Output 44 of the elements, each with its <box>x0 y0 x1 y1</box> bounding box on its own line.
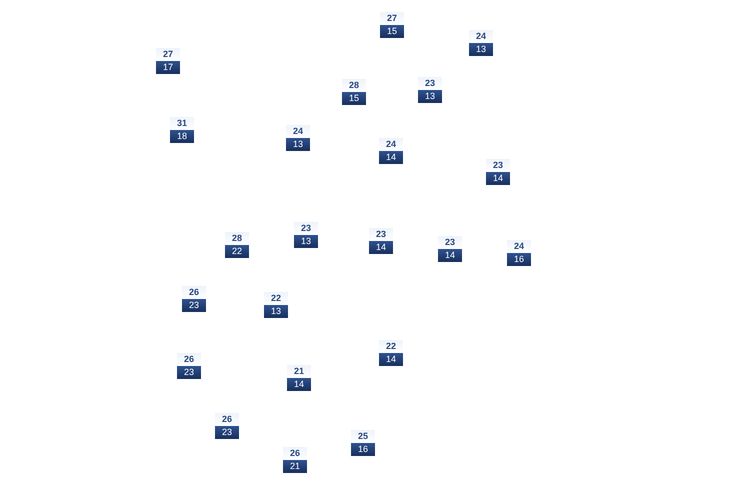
high-temperature: 23 <box>369 228 393 241</box>
low-temperature: 23 <box>215 426 239 439</box>
low-temperature: 13 <box>469 43 493 56</box>
low-temperature: 13 <box>294 235 318 248</box>
low-temperature: 13 <box>418 90 442 103</box>
high-temperature: 24 <box>469 30 493 43</box>
high-temperature: 24 <box>507 240 531 253</box>
high-temperature: 31 <box>170 117 194 130</box>
high-temperature: 26 <box>283 447 307 460</box>
high-temperature: 26 <box>182 286 206 299</box>
low-temperature: 17 <box>156 61 180 74</box>
high-temperature: 23 <box>294 222 318 235</box>
low-temperature: 16 <box>351 443 375 456</box>
low-temperature: 14 <box>379 151 403 164</box>
low-temperature: 23 <box>177 366 201 379</box>
low-temperature: 23 <box>182 299 206 312</box>
low-temperature: 18 <box>170 130 194 143</box>
high-temperature: 26 <box>177 353 201 366</box>
high-temperature: 23 <box>486 159 510 172</box>
high-temperature: 28 <box>342 79 366 92</box>
high-temperature: 23 <box>418 77 442 90</box>
low-temperature: 21 <box>283 460 307 473</box>
low-temperature: 14 <box>369 241 393 254</box>
high-temperature: 23 <box>438 236 462 249</box>
low-temperature: 14 <box>287 378 311 391</box>
high-temperature: 26 <box>215 413 239 426</box>
low-temperature: 15 <box>342 92 366 105</box>
high-temperature: 27 <box>156 48 180 61</box>
high-temperature: 22 <box>379 340 403 353</box>
low-temperature: 22 <box>225 245 249 258</box>
high-temperature: 27 <box>380 12 404 25</box>
low-temperature: 13 <box>264 305 288 318</box>
low-temperature: 13 <box>286 138 310 151</box>
low-temperature: 14 <box>438 249 462 262</box>
low-temperature: 14 <box>486 172 510 185</box>
high-temperature: 24 <box>379 138 403 151</box>
high-temperature: 28 <box>225 232 249 245</box>
high-temperature: 22 <box>264 292 288 305</box>
high-temperature: 21 <box>287 365 311 378</box>
low-temperature: 15 <box>380 25 404 38</box>
low-temperature: 16 <box>507 253 531 266</box>
high-temperature: 24 <box>286 125 310 138</box>
high-temperature: 25 <box>351 430 375 443</box>
low-temperature: 14 <box>379 353 403 366</box>
